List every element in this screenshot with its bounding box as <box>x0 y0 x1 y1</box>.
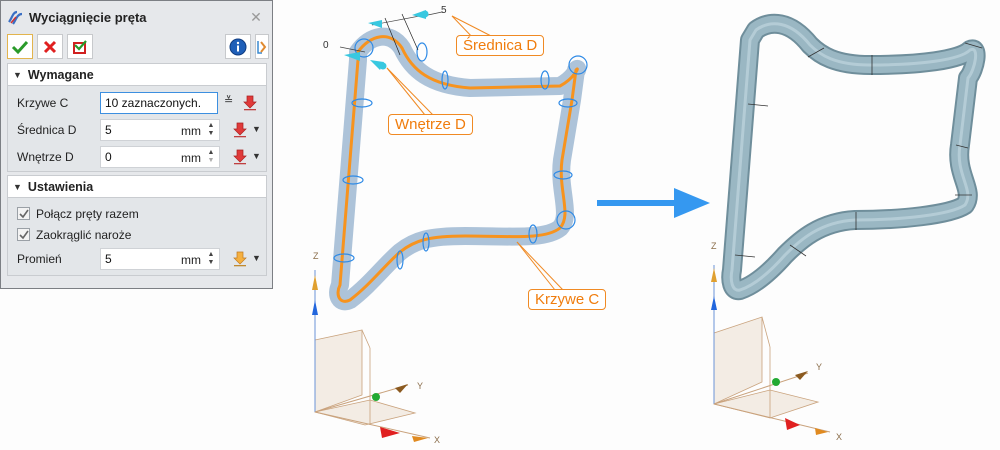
section-required-title: Wymagane <box>27 67 94 82</box>
check-icon <box>19 209 29 219</box>
chevron-right-icon <box>257 40 267 54</box>
transform-arrow <box>597 188 710 218</box>
z-axis-label: Z <box>313 251 319 261</box>
dialog-toolbar <box>1 33 272 61</box>
round-corners-checkbox[interactable] <box>17 228 30 241</box>
rod-extrude-icon <box>8 10 23 25</box>
curves-value: 10 zaznaczonych. <box>105 96 202 110</box>
inner-unit: mm <box>181 151 201 165</box>
result-tube <box>721 13 986 301</box>
info-button[interactable] <box>225 34 251 59</box>
radius-input[interactable]: 5 mm ▲▼ <box>100 248 220 270</box>
inner-value: 0 <box>105 150 112 164</box>
diameter-callout: Średnica D <box>456 35 545 56</box>
inner-row: Wnętrze D 0 mm ▲▼ ▼ <box>8 146 266 168</box>
diameter-value: 5 <box>105 123 112 137</box>
expand-panel-button[interactable] <box>255 34 269 59</box>
double-chevron-down-icon[interactable]: ≚ <box>224 95 234 107</box>
diameter-spinner[interactable]: ▲▼ <box>207 122 215 137</box>
dropdown-arrow-icon[interactable]: ▼ <box>252 253 261 263</box>
extrude-rod-dialog: Wyciągnięcie pręta ✕ ▼ Wymagane Krzywe C… <box>0 0 273 289</box>
close-icon[interactable]: ✕ <box>250 9 262 25</box>
diameter-handles[interactable] <box>339 10 443 70</box>
inner-label: Wnętrze D <box>17 150 74 164</box>
diameter-label: Średnica D <box>17 123 77 137</box>
inner-input[interactable]: 0 mm ▲▼ <box>100 146 220 168</box>
checkmark-icon <box>11 40 29 54</box>
inner-spinner[interactable]: ▲▼ <box>207 149 215 164</box>
apply-check-icon <box>73 39 87 54</box>
pick-arrow-icon[interactable] <box>232 122 248 138</box>
section-required-body: Krzywe C 10 zaznaczonych. ≚ Średnica D 5… <box>7 86 267 172</box>
diameter-unit: mm <box>181 124 201 138</box>
axis-triad-result <box>711 265 831 435</box>
curves-row: Krzywe C 10 zaznaczonych. ≚ <box>8 92 266 114</box>
inner-diameter-handle-icon[interactable] <box>344 52 360 61</box>
ok-button[interactable] <box>7 34 33 59</box>
inner-callout: Wnętrze D <box>388 114 473 135</box>
radius-label: Promień <box>17 252 62 266</box>
section-settings-header[interactable]: ▼ Ustawienia <box>7 175 267 198</box>
apply-button[interactable] <box>67 34 93 59</box>
check-icon <box>19 230 29 240</box>
pick-arrow-icon[interactable] <box>242 95 258 111</box>
dialog-title: Wyciągnięcie pręta <box>29 9 147 25</box>
radius-row: Promień 5 mm ▲▼ ▼ <box>8 248 266 270</box>
x-axis-label: X <box>836 432 843 442</box>
diameter-input[interactable]: 5 mm ▲▼ <box>100 119 220 141</box>
pick-arrow-icon[interactable] <box>232 149 248 165</box>
join-rods-label: Połącz pręty razem <box>36 207 139 221</box>
collapse-triangle-icon: ▼ <box>13 181 22 192</box>
y-axis-label: Y <box>816 362 823 372</box>
section-settings-title: Ustawienia <box>27 179 94 194</box>
join-rods-checkbox[interactable] <box>17 207 30 220</box>
axis-triad-preview <box>312 270 431 442</box>
outer-diameter-value-label: 5 <box>441 5 447 16</box>
diameter-row: Średnica D 5 mm ▲▼ ▼ <box>8 119 266 141</box>
curves-label: Krzywe C <box>17 96 69 110</box>
radius-value: 5 <box>105 252 112 266</box>
pick-arrow-icon[interactable] <box>232 251 248 267</box>
inner-diameter-value-label: 0 <box>323 40 329 51</box>
section-required-header[interactable]: ▼ Wymagane <box>7 63 267 86</box>
dropdown-arrow-icon[interactable]: ▼ <box>252 124 261 134</box>
radius-unit: mm <box>181 253 201 267</box>
dialog-titlebar: Wyciągnięcie pręta ✕ <box>1 1 272 33</box>
info-icon <box>229 38 247 55</box>
dropdown-arrow-icon[interactable]: ▼ <box>252 151 261 161</box>
x-icon <box>43 40 57 53</box>
preview-tube <box>329 27 588 311</box>
radius-spinner[interactable]: ▲▼ <box>207 251 215 266</box>
curves-input[interactable]: 10 zaznaczonych. <box>100 92 218 114</box>
y-axis-label: Y <box>417 381 424 391</box>
outer-diameter-handle-icon[interactable] <box>368 20 382 28</box>
round-corners-label: Zaokrąglić naroże <box>36 228 132 242</box>
z-axis-label: Z <box>711 241 717 251</box>
collapse-triangle-icon: ▼ <box>13 69 22 80</box>
x-axis-label: X <box>434 435 441 445</box>
section-settings-body: Połącz pręty razem Zaokrąglić naroże Pro… <box>7 198 267 276</box>
cancel-button[interactable] <box>37 34 63 59</box>
curve-callout: Krzywe C <box>528 289 607 310</box>
